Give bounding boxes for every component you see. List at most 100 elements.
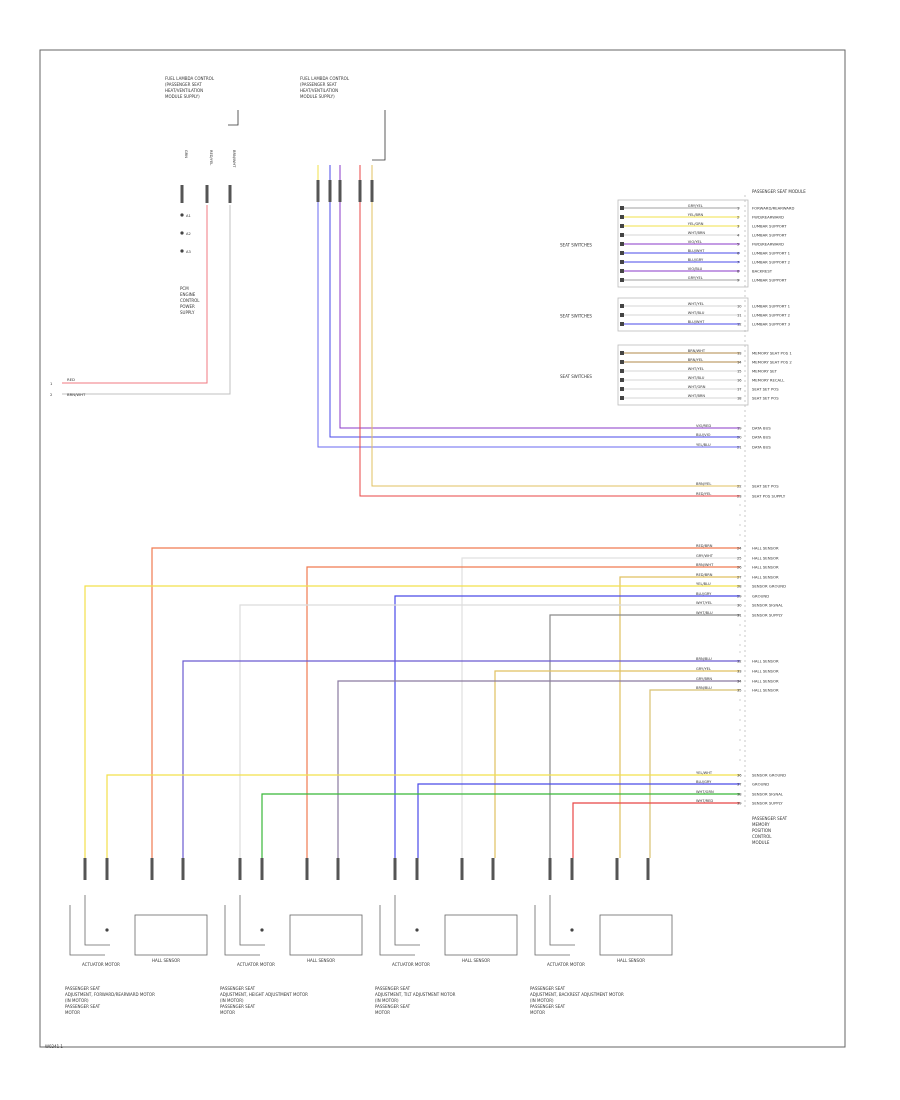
switch-row-function: MEMORY SET	[752, 369, 778, 374]
switch-row-pin: 15	[737, 370, 742, 374]
spare-pin-dot	[739, 534, 741, 536]
motor-caption: PASSENGER SEAT	[220, 1004, 256, 1009]
bus-pin: 20	[737, 436, 742, 440]
switch-row-wire-code: VIO/YEL	[688, 240, 702, 244]
bus-pin: 21	[737, 446, 742, 450]
motor-caption: PASSENGER SEAT	[375, 986, 411, 991]
hall-sensor-label: HALL SENSOR	[462, 958, 490, 963]
ground-wire	[417, 783, 740, 858]
sensor-function: SENSOR SUPPLY	[752, 613, 783, 618]
connector-side-label: BRN/WHT	[232, 150, 236, 168]
switch-group-label: SEAT SWITCHES	[560, 243, 592, 248]
sensor-pin: 31	[737, 614, 742, 618]
ground-wire	[106, 774, 740, 858]
actuator-inner	[84, 895, 110, 946]
switch-group-label: SEAT SWITCHES	[560, 374, 592, 379]
bus-wire-code: RED/YEL	[696, 492, 711, 496]
switch-row-pin: 6	[737, 252, 740, 256]
actuator-label: ACTUATOR MOTOR	[82, 962, 120, 967]
hall-sensor-label: HALL SENSOR	[617, 958, 645, 963]
connector-terminal	[620, 304, 624, 308]
connector-terminal	[620, 206, 624, 210]
module-footer: MEMORY	[752, 822, 770, 827]
motor-caption: PASSENGER SEAT	[530, 986, 566, 991]
sensor-function: HALL SENSOR	[752, 575, 779, 580]
connector-title-mid: (PASSENGER SEAT	[300, 82, 337, 87]
switch-row-wire-code: BLU/GRY	[688, 258, 704, 262]
switch-row-pin: 11	[737, 314, 742, 318]
switch-row-function: LUMBAR SUPPORT	[752, 224, 787, 229]
hall-wire	[494, 670, 740, 858]
actuator-node	[105, 928, 109, 932]
connector-title-left: MODULE SUPPLY)	[165, 94, 200, 99]
bus-wire	[329, 175, 740, 438]
switch-group-box	[617, 344, 749, 406]
left-wire-code: BRN/WHT	[67, 392, 86, 397]
hall-sensor-box	[134, 914, 208, 956]
connector-terminal	[338, 180, 342, 202]
motor-caption: MOTOR	[375, 1010, 390, 1015]
motor-caption: MOTOR	[530, 1010, 545, 1015]
connector-title-mid: FUEL LAMBDA CONTROL	[300, 76, 350, 81]
ground-wire-code: YEL/WHT	[696, 771, 713, 775]
sensor-wire	[461, 557, 740, 858]
hall-wire	[182, 660, 740, 858]
diagram-border	[39, 49, 846, 1048]
bus-function: DATA BUS	[752, 426, 771, 431]
connector-node	[180, 249, 184, 253]
connector-terminal	[228, 185, 232, 203]
actuator-bracket	[379, 905, 415, 956]
actuator-inner	[394, 895, 420, 946]
actuator-bracket	[69, 905, 105, 956]
bus-wire-code: YEL/BLU	[696, 443, 711, 447]
sensor-pin: 26	[737, 566, 742, 570]
ground-function: SENSOR GROUND	[752, 773, 786, 778]
bus-function: SEAT SET POS	[752, 484, 779, 489]
ground-pin: 36	[737, 774, 742, 778]
bus-wire-code: BLU/VIO	[696, 433, 711, 437]
bus-wire	[339, 175, 740, 429]
connector-terminal	[620, 322, 624, 326]
connector-terminal	[620, 269, 624, 273]
switch-row-wire-code: WHT/BLU	[688, 311, 705, 315]
hall-sensor-label: HALL SENSOR	[307, 958, 335, 963]
sensor-wire	[549, 614, 740, 858]
connector-title-left: HEAT/VENTILATION	[165, 88, 203, 93]
motor-connector-terminal	[150, 858, 154, 880]
sensor-pin: 28	[737, 585, 742, 589]
actuator-node	[260, 928, 264, 932]
footer-code: W0241 1	[45, 1044, 63, 1049]
switch-group-box	[617, 297, 749, 332]
sensor-wire	[151, 547, 740, 858]
connector-title-left: (PASSENGER SEAT	[165, 82, 202, 87]
connector-leader	[228, 110, 239, 126]
hall-function: HALL SENSOR	[752, 688, 779, 693]
actuator-bracket	[224, 905, 260, 956]
switch-row-function: FWD/REARWARD	[752, 242, 784, 247]
switch-row-wire-code: VIO/BLU	[688, 267, 703, 271]
switch-row-pin: 16	[737, 379, 742, 383]
switch-row-wire-code: WHT/YEL	[688, 302, 704, 306]
motor-caption: PASSENGER SEAT	[65, 986, 101, 991]
switch-row-function: LUMBAR SUPPORT	[752, 278, 787, 283]
switch-row-pin: 3	[737, 225, 739, 229]
switch-row-pin: 12	[737, 323, 742, 327]
sensor-pin: 30	[737, 604, 742, 608]
ground-wire-code: WHT/RED	[696, 799, 713, 803]
motor-connector-terminal	[646, 858, 650, 880]
bus-wire-code: BRN/YEL	[696, 482, 711, 486]
switch-row-function: FWD/REARWARD	[752, 215, 784, 220]
motor-connector-terminal	[305, 858, 309, 880]
spare-pin-dot	[739, 644, 741, 646]
connector-terminal	[316, 180, 320, 202]
bus-wire	[317, 175, 740, 448]
motor-connector-terminal	[83, 858, 87, 880]
connector-terminal	[328, 180, 332, 202]
spare-pin-dot	[739, 729, 741, 731]
left-red-wire	[62, 205, 208, 384]
ground-wire-code: WHT/GRN	[696, 790, 714, 794]
motor-caption: MOTOR	[220, 1010, 235, 1015]
switch-row-pin: 8	[737, 270, 740, 274]
